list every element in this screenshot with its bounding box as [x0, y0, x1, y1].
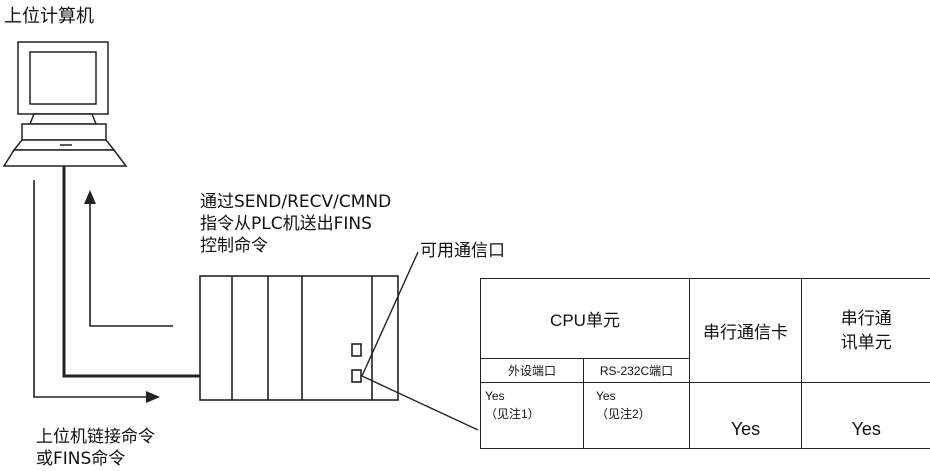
serial-board-value: Yes	[689, 382, 802, 449]
cpu-unit-header: CPU单元	[480, 278, 690, 359]
send-command-label-2: 指令从PLC机送出FINS	[200, 214, 372, 234]
rs232c-note: （见注2）	[596, 407, 651, 421]
peripheral-port-header: 外设端口	[480, 358, 584, 383]
host-computer-label: 上位计算机	[4, 6, 94, 27]
plc-port-upper	[351, 343, 362, 357]
host-command-label-2: 或FINS命令	[36, 449, 126, 469]
host-command-label-1: 上位机链接命令	[36, 427, 155, 447]
response-arrowhead	[84, 190, 96, 204]
serial-unit-header-line2: 讯单元	[840, 332, 892, 352]
serial-unit-header-line1: 串行通	[840, 308, 892, 328]
peripheral-yes: Yes	[485, 389, 505, 403]
host-command-arrowhead	[146, 391, 160, 403]
serial-unit-value: Yes	[801, 382, 930, 449]
plc-port-lower	[351, 369, 362, 383]
serial-unit-header: 串行通 讯单元	[801, 278, 930, 383]
send-command-label-3: 控制命令	[200, 236, 268, 256]
computer-icon	[2, 41, 128, 167]
response-arrow	[89, 200, 173, 327]
rs232c-yes: Yes	[596, 389, 616, 403]
serial-board-header: 串行通信卡	[689, 278, 802, 383]
send-command-label-1: 通过SEND/RECV/CMND	[200, 192, 392, 212]
available-port-label: 可用通信口	[420, 241, 505, 261]
plc-rack	[199, 275, 399, 401]
peripheral-port-value: Yes （见注1）	[480, 382, 584, 449]
port-leader-lines	[361, 251, 479, 431]
peripheral-note: （见注1）	[485, 407, 540, 421]
rs232c-port-value: Yes （见注2）	[583, 382, 690, 449]
port-availability-table: CPU单元 串行通信卡 串行通 讯单元 外设端口 RS-232C端口 Yes （…	[480, 278, 930, 449]
host-command-arrow	[33, 180, 152, 398]
rs232c-port-header: RS-232C端口	[583, 358, 690, 383]
